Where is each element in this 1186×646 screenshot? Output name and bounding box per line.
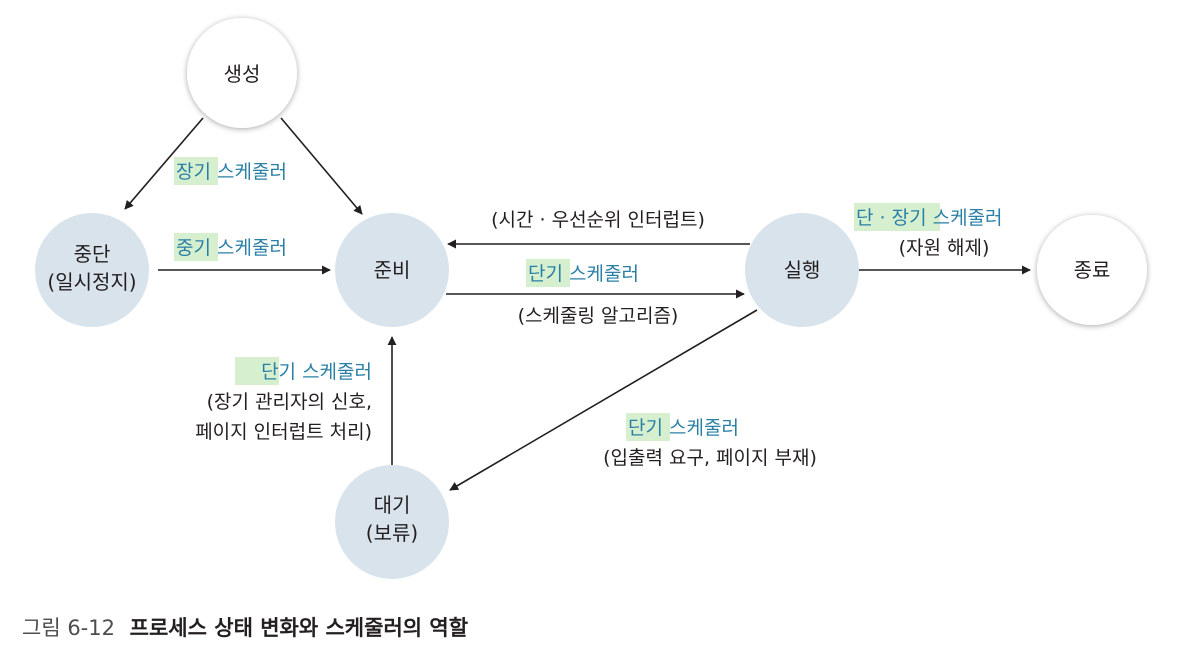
svg-text:실행: 실행: [784, 258, 821, 282]
highlight-short-term-io: [626, 413, 670, 441]
note-wait-ready-2: 페이지 인터럽트 처리): [195, 421, 372, 443]
figure-number: 그림 6-12: [22, 616, 115, 640]
label-suspend-ready: 중기 스케줄러: [176, 237, 287, 259]
label-create-suspend: 장기 스케줄러: [176, 161, 287, 183]
process-state-diagram: 생성 중단 (일시정지) 준비 실행 종료 대기 (보류) 장기 스케줄러 중기…: [35, 18, 1147, 579]
svg-text:(일시정지): (일시정지): [47, 270, 136, 294]
label-running-wait: 단기 스케줄러: [628, 417, 739, 439]
state-create: 생성: [187, 18, 297, 128]
note-wait-ready-1: (장기 관리자의 신호,: [207, 391, 372, 413]
svg-text:중단: 중단: [74, 242, 111, 266]
note-running-terminate: (자원 해제): [899, 237, 990, 259]
svg-text:종료: 종료: [1074, 258, 1111, 282]
arrow-create-to-suspend: [124, 117, 204, 210]
highlight-mid-term: [174, 233, 218, 261]
note-running-wait: (입출력 요구, 페이지 부재): [603, 447, 817, 469]
svg-text:대기: 대기: [374, 493, 411, 517]
svg-text:(보류): (보류): [366, 521, 418, 545]
label-running-terminate: 단 · 장기 스케줄러: [856, 207, 1003, 229]
highlight-short-term-ready: [526, 259, 570, 287]
label-ready-running: 단기 스케줄러: [528, 263, 639, 285]
state-suspend: 중단 (일시정지): [35, 213, 149, 327]
state-running: 실행: [745, 213, 859, 327]
highlight-short-term-wait: [235, 357, 279, 385]
figure-caption: 그림 6-12 프로세스 상태 변화와 스케줄러의 역할: [22, 612, 468, 642]
arrow-running-to-wait: [449, 309, 758, 491]
note-ready-running: (스케줄링 알고리즘): [518, 305, 679, 327]
state-wait: 대기 (보류): [335, 465, 449, 579]
arrow-create-to-ready: [280, 117, 363, 215]
note-running-ready: (시간 · 우선순위 인터럽트): [491, 209, 705, 231]
highlight-long-term: [174, 157, 218, 185]
state-ready: 준비: [335, 213, 449, 327]
highlight-short-long-term: [854, 203, 940, 231]
figure-title: 프로세스 상태 변화와 스케줄러의 역할: [129, 616, 469, 640]
label-wait-ready: 단기 스케줄러: [261, 361, 372, 383]
svg-text:준비: 준비: [374, 258, 411, 282]
svg-text:생성: 생성: [224, 62, 261, 86]
state-terminate: 종료: [1037, 215, 1147, 325]
